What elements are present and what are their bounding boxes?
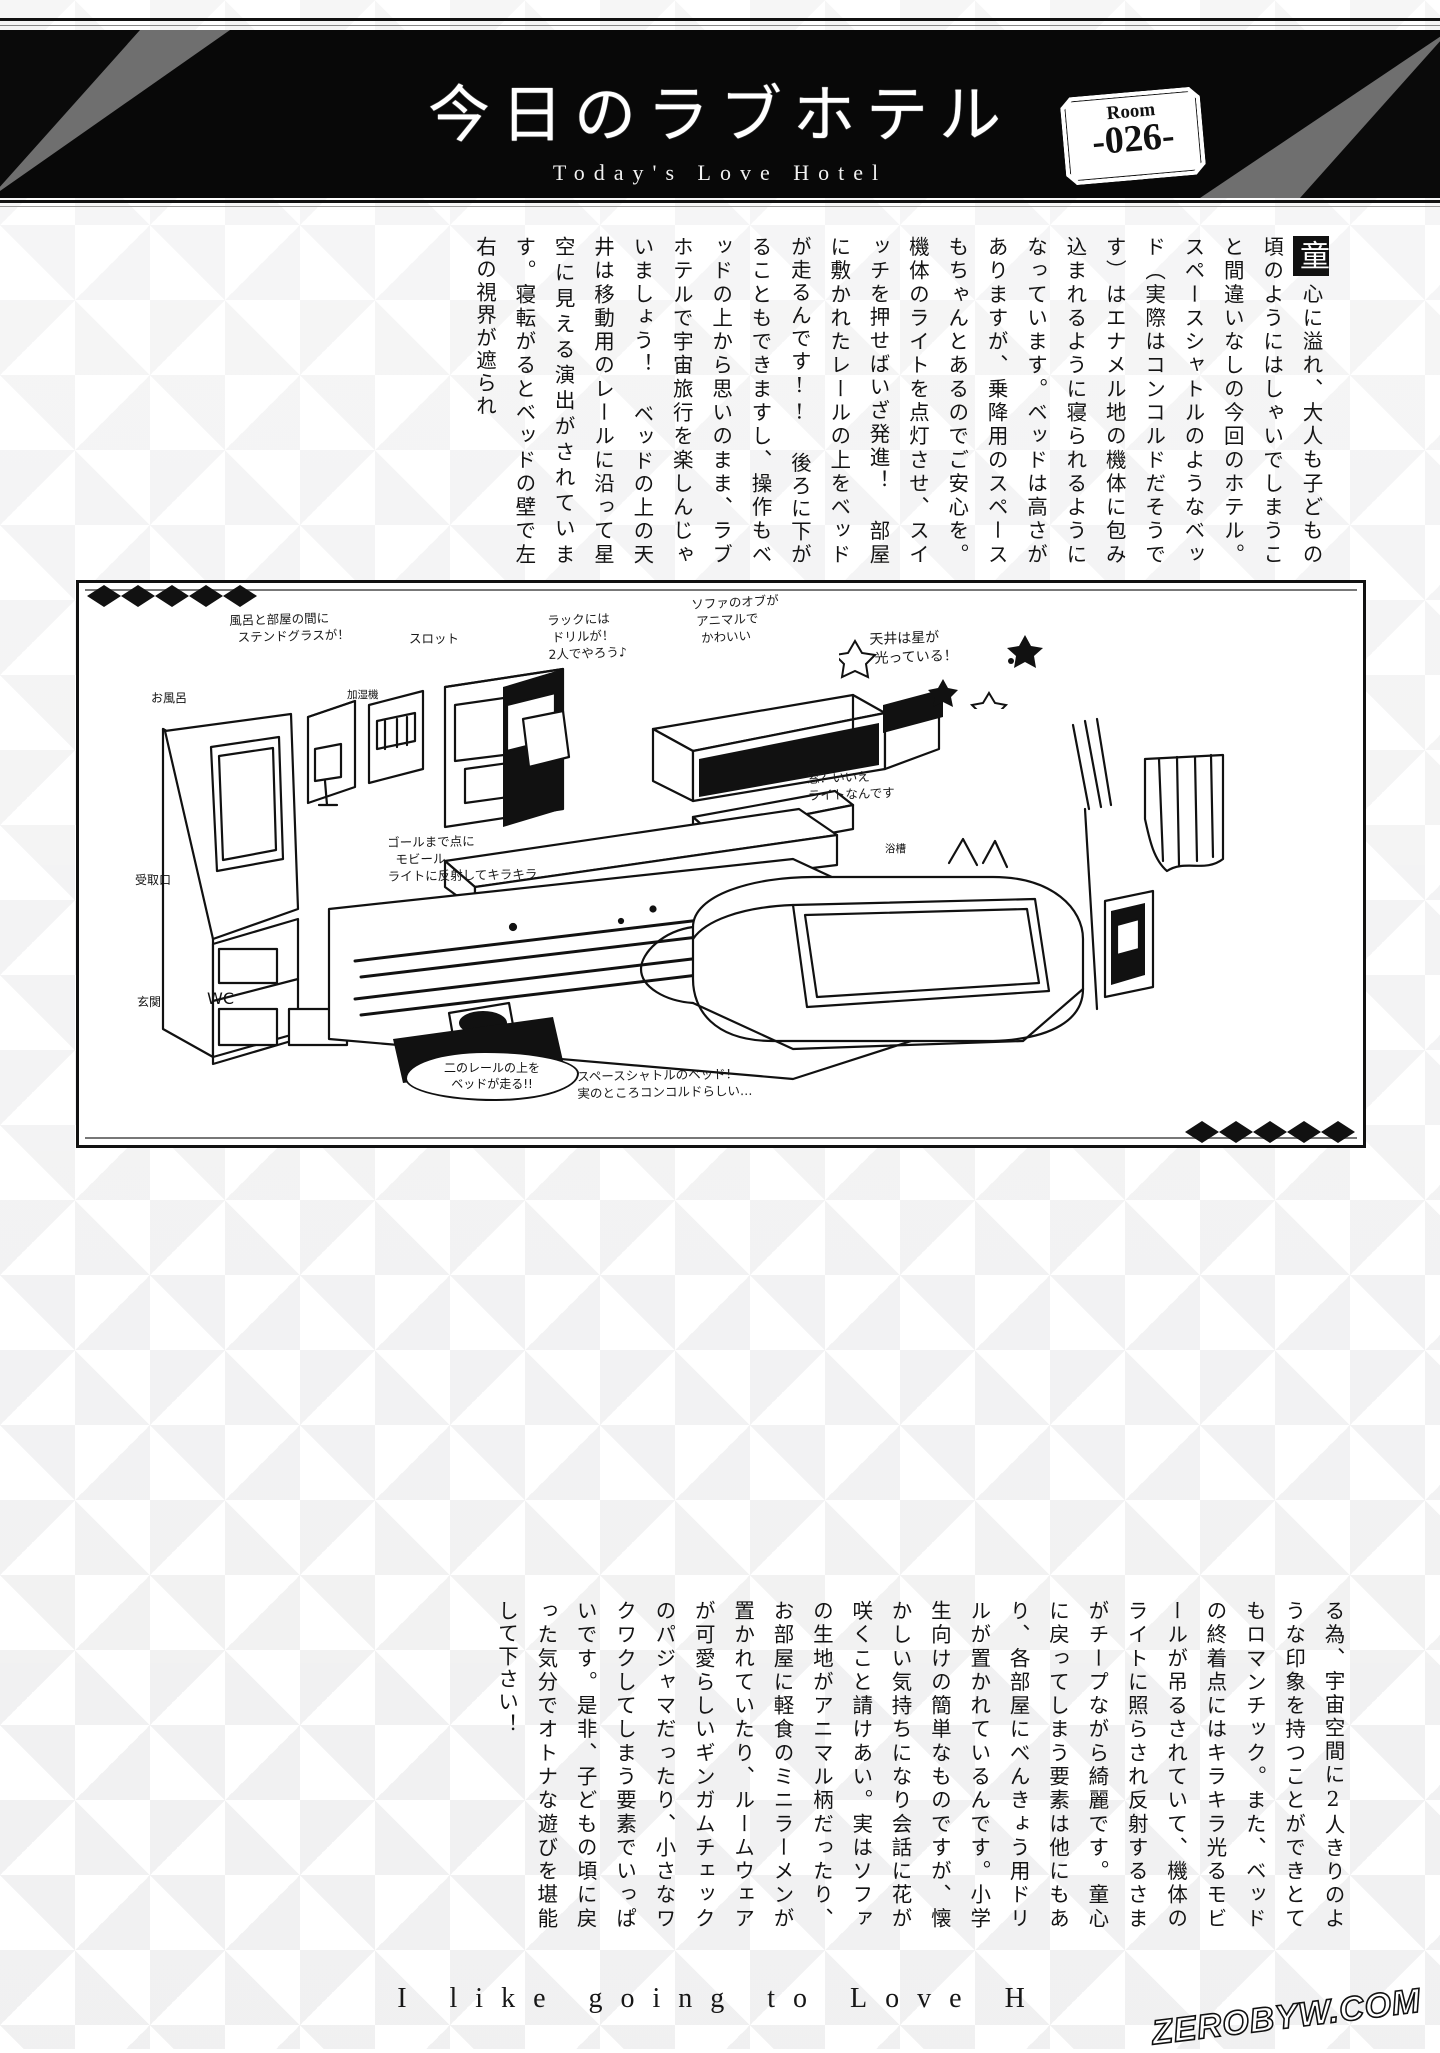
header-bottom-rule-thick xyxy=(0,200,1440,203)
annotation-stained-glass: 風呂と部屋の間に ステンドグラスが！ xyxy=(229,610,350,645)
diamond-icon xyxy=(223,585,257,607)
label-reception: 受取口 xyxy=(135,873,172,887)
annotation-sofa-animal: ソファのオブが アニマルで かわいい xyxy=(691,592,780,646)
footer-tagline: I like going to Love H xyxy=(397,1983,1043,2014)
diamond-icon xyxy=(1253,1121,1287,1143)
diamond-icon xyxy=(87,585,121,607)
panel-diamonds-top-left xyxy=(87,585,257,607)
diamond-icon xyxy=(1287,1121,1321,1143)
article-outro-text: る為、宇宙空間に2人きりのような印象を持つことができとてもロマンチック。また、ベ… xyxy=(494,1600,1345,1930)
illustration-panel: 風呂と部屋の間に ステンドグラスが！ スロット ラックには ドリルが！ 2人でや… xyxy=(76,580,1366,1148)
diamond-icon xyxy=(1321,1121,1355,1143)
page-title-english: Today's Love Hotel xyxy=(552,160,888,185)
diamond-icon xyxy=(155,585,189,607)
top-rule-thin xyxy=(0,25,1440,26)
annotation-window-light: 窓？いいえ ライトなんです xyxy=(807,768,895,803)
room-number-badge: Room -026- xyxy=(1059,86,1206,186)
panel-diamonds-bottom-right xyxy=(1185,1121,1355,1143)
annotation-mobile-sparkle: ゴールまで点に モビール ライトに反射してキラキラ xyxy=(387,833,538,884)
top-rule-thick xyxy=(0,18,1440,21)
annotation-slot: スロット xyxy=(409,631,460,646)
article-intro-body: 心に溢れ、大人も子どもの頃のようにはしゃいでしまうこと間違いなしの今回のホテル。… xyxy=(472,236,1323,566)
diamond-icon xyxy=(121,585,155,607)
header-bottom-rule-thin xyxy=(0,206,1440,207)
diamond-icon xyxy=(1185,1121,1219,1143)
article-intro-text: 童心に溢れ、大人も子どもの頃のようにはしゃいでしまうこと間違いなしの今回のホテル… xyxy=(70,236,1330,566)
annotation-rack-drill: ラックには ドリルが！ 2人でやろう♪ xyxy=(547,610,628,662)
label-bathtub: 浴槽 xyxy=(885,843,906,855)
page-header-banner: 今日のラブホテル Today's Love Hotel Room -026- xyxy=(0,30,1440,198)
annotation-rail-bed-balloon: 二のレールの上を ベッドが走る!! xyxy=(405,1051,579,1102)
page-title-japanese: 今日のラブホテル xyxy=(427,78,1012,151)
label-humidifier: 加湿機 xyxy=(347,689,379,701)
label-tv: TV xyxy=(449,691,464,704)
star-decorations xyxy=(839,635,1043,709)
room-sketch-drawing xyxy=(161,667,1225,1083)
label-bath: お風呂 xyxy=(151,691,188,705)
annotation-space-shuttle-bed: スペースシャトルのベッド！ 実のところコンコルドらしい… xyxy=(577,1066,753,1101)
diamond-icon xyxy=(189,585,223,607)
label-entrance: 玄関 xyxy=(137,995,162,1009)
panel-inner-rule-bottom xyxy=(85,1137,1357,1139)
panel-inner-rule-top xyxy=(85,589,1357,591)
article-dropcap: 童 xyxy=(1293,236,1329,277)
diamond-icon xyxy=(1219,1121,1253,1143)
label-wc: WC xyxy=(207,989,234,1008)
